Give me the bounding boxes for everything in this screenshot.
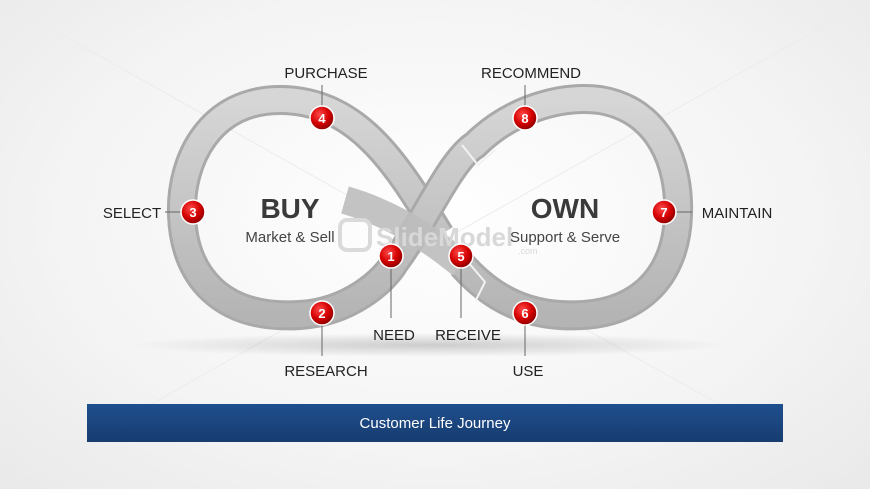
step-number: 4	[318, 111, 326, 126]
step-label-select: SELECT	[103, 205, 161, 222]
step-badge-8: 8	[512, 105, 538, 131]
step-label-maintain: MAINTAIN	[702, 205, 773, 222]
step-number: 3	[189, 205, 196, 220]
own-subtitle: Support & Serve	[510, 229, 620, 246]
own-title: OWN	[531, 193, 599, 224]
step-badge-5: 5	[448, 243, 474, 269]
step-number: 2	[318, 306, 325, 321]
buy-subtitle: Market & Sell	[245, 229, 334, 246]
step-label-receive: RECEIVE	[435, 327, 501, 344]
step-badge-7: 7	[651, 199, 677, 225]
step-number: 6	[521, 306, 528, 321]
step-number: 1	[387, 249, 394, 264]
buy-title: BUY	[260, 193, 319, 224]
step-number: 7	[660, 205, 667, 220]
step-badge-4: 4	[309, 105, 335, 131]
step-label-use: USE	[513, 363, 544, 380]
step-label-need: NEED	[373, 327, 415, 344]
step-label-purchase: PURCHASE	[284, 65, 367, 82]
step-number: 8	[521, 111, 528, 126]
step-badge-6: 6	[512, 300, 538, 326]
connector-lines	[165, 85, 692, 356]
floor-shadow	[130, 333, 730, 357]
step-badge-2: 2	[309, 300, 335, 326]
watermark-domain: .com	[518, 246, 538, 256]
step-number: 5	[457, 249, 464, 264]
title-banner: Customer Life Journey	[87, 404, 783, 442]
step-label-research: RESEARCH	[284, 363, 367, 380]
infinity-ribbon	[166, 84, 694, 331]
watermark: SlideModel .com	[338, 218, 538, 256]
step-badge-3: 3	[180, 199, 206, 225]
step-label-recommend: RECOMMEND	[481, 65, 581, 82]
step-badge-1: 1	[378, 243, 404, 269]
